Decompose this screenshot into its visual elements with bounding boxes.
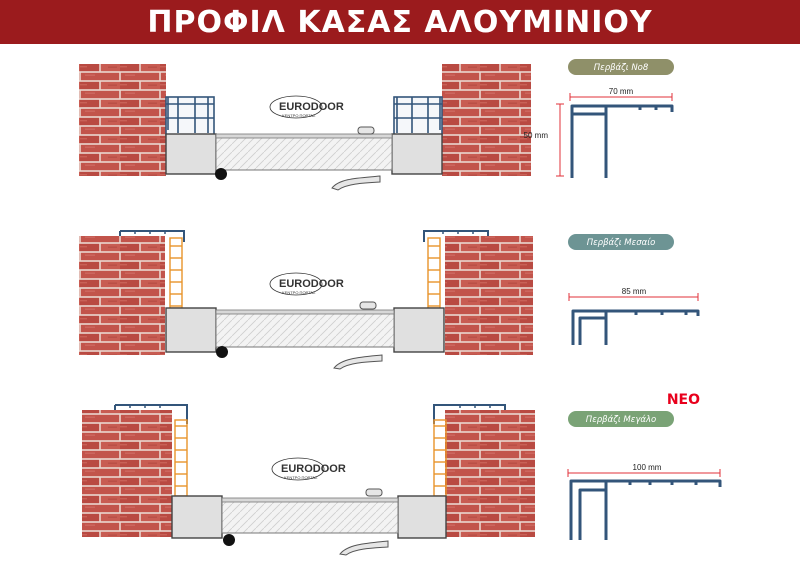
profile-label-1: Περβάζι Νο8 <box>594 63 649 73</box>
extension-ladder-right <box>433 419 447 497</box>
door-handle <box>333 301 383 370</box>
brick-wall-left <box>79 236 165 355</box>
profile-badge-2 <box>568 234 674 250</box>
frame-block-right <box>393 307 445 353</box>
svg-text:EURODOOR: EURODOOR <box>281 463 346 475</box>
frame-cap-left <box>114 404 188 424</box>
extension-ladder-right <box>427 237 441 309</box>
door-leaf <box>215 136 393 171</box>
frame-cap-left <box>119 230 185 242</box>
profile-width-3: 100 mm <box>633 463 662 472</box>
svg-text:ΚΕΝΤΡΟ ΠΟΡΤΑΣ: ΚΕΝΤΡΟ ΠΟΡΤΑΣ <box>284 475 318 480</box>
hinge-dot <box>215 168 227 180</box>
profile-width-2: 85 mm <box>622 287 647 296</box>
eurodoor-logo: EURODOOR ΚΕΝΤΡΟ ΠΟΡΤΑΣ <box>269 95 344 119</box>
frame-cap-right <box>423 230 489 242</box>
new-badge: ΝΕΟ <box>667 392 700 408</box>
door-leaf <box>221 500 399 534</box>
frame-block-right <box>391 133 443 175</box>
frame-block-left <box>171 495 223 539</box>
profile-label-3: Περβάζι Μεγάλο <box>586 415 656 425</box>
profile-detail-3: ΝΕΟ Περβάζι Μεγάλο 100 mm <box>567 392 722 540</box>
assembly-row-1: EURODOOR ΚΕΝΤΡΟ ΠΟΡΤΑΣ <box>79 64 531 191</box>
assembly-row-2: EURODOOR ΚΕΝΤΡΟ ΠΟΡΤΑΣ <box>79 230 533 370</box>
hinge-dot <box>223 534 235 546</box>
hinge-dot <box>216 346 228 358</box>
door-handle <box>339 488 389 556</box>
svg-text:ΚΕΝΤΡΟ ΠΟΡΤΑΣ: ΚΕΝΤΡΟ ΠΟΡΤΑΣ <box>282 113 316 118</box>
brick-wall-left <box>79 64 166 176</box>
profile-width-1: 70 mm <box>609 87 634 96</box>
frame-cap-right <box>433 404 506 424</box>
frame-block-left <box>165 133 217 175</box>
diagram: EURODOOR ΚΕΝΤΡΟ ΠΟΡΤΑΣ Περβάζι Νο8 70 mm… <box>79 59 722 556</box>
frame-block-right <box>397 495 447 539</box>
frame-profile-left <box>165 96 215 136</box>
page-title: ΠΡΟΦΙΛ ΚΑΣΑΣ ΑΛΟΥΜΙΝΙΟΥ <box>147 4 653 40</box>
door-handle <box>331 126 381 191</box>
extension-ladder-left <box>169 237 183 309</box>
frame-profile-right <box>393 96 443 136</box>
title-bar: ΠΡΟΦΙΛ ΚΑΣΑΣ ΑΛΟΥΜΙΝΙΟΥ <box>0 0 800 44</box>
door-leaf <box>215 312 395 348</box>
frame-block-left <box>165 307 217 353</box>
profile-shape-3 <box>569 479 722 540</box>
profile-badge-3 <box>568 411 674 427</box>
extension-ladder-left <box>174 419 188 497</box>
brick-wall-left <box>82 410 172 537</box>
svg-text:EURODOOR: EURODOOR <box>279 278 344 290</box>
brick-wall-right <box>445 236 533 355</box>
eurodoor-logo: EURODOOR ΚΕΝΤΡΟ ΠΟΡΤΑΣ <box>269 272 344 296</box>
svg-text:EURODOOR: EURODOOR <box>279 101 344 113</box>
profile-shape-1 <box>570 104 674 178</box>
profile-height-1: 50 mm <box>524 131 549 140</box>
brick-wall-right <box>442 64 531 176</box>
profile-label-2: Περβάζι Μεσαίο <box>587 238 656 248</box>
eurodoor-logo: EURODOOR ΚΕΝΤΡΟ ΠΟΡΤΑΣ <box>271 457 346 481</box>
svg-text:ΚΕΝΤΡΟ ΠΟΡΤΑΣ: ΚΕΝΤΡΟ ΠΟΡΤΑΣ <box>282 290 316 295</box>
profile-detail-1: Περβάζι Νο8 70 mm 50 mm <box>524 59 674 178</box>
profile-badge-1 <box>568 59 674 75</box>
assembly-row-3: EURODOOR ΚΕΝΤΡΟ ΠΟΡΤΑΣ <box>82 404 535 556</box>
profile-detail-2: Περβάζι Μεσαίο 85 mm <box>568 234 700 345</box>
brick-wall-right <box>445 410 535 537</box>
profile-shape-2 <box>571 309 700 345</box>
